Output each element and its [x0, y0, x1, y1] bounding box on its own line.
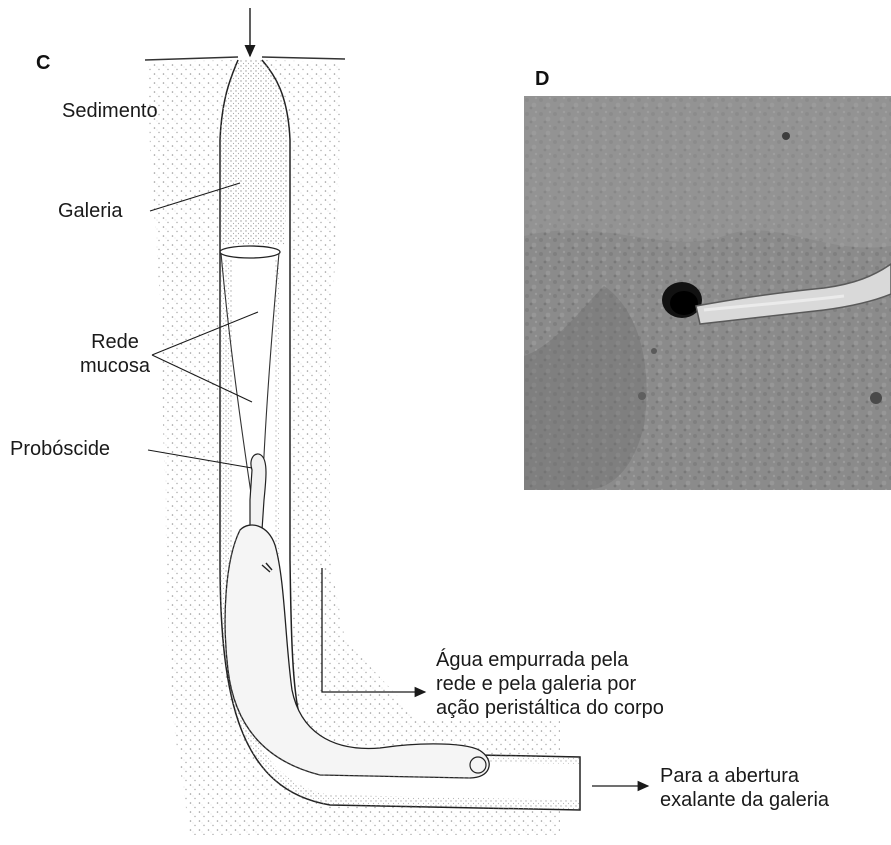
label-water-line1: Água empurrada pela [436, 648, 664, 672]
label-exit-line1: Para a abertura [660, 764, 829, 788]
sediment-surface [145, 57, 345, 60]
label-mucus-net-line1: Rede [80, 330, 150, 354]
panel-d-letter: D [535, 68, 549, 91]
label-gallery: Galeria [58, 199, 122, 223]
label-exit-line2: exalante da galeria [660, 788, 829, 812]
label-mucus-net: Rede mucosa [80, 330, 150, 378]
burrow-photo-image [524, 96, 891, 490]
label-water-line2: rede e pela galeria por [436, 672, 664, 696]
label-mucus-net-line2: mucosa [80, 354, 150, 378]
label-proboscis: Probóscide [10, 437, 110, 461]
label-sediment: Sedimento [62, 99, 158, 123]
panel-c-letter: C [36, 52, 50, 75]
label-water-pushed: Água empurrada pela rede e pela galeria … [436, 648, 664, 720]
burrow-photo [524, 96, 891, 490]
label-exit: Para a abertura exalante da galeria [660, 764, 829, 812]
label-water-line3: ação peristáltica do corpo [436, 696, 664, 720]
